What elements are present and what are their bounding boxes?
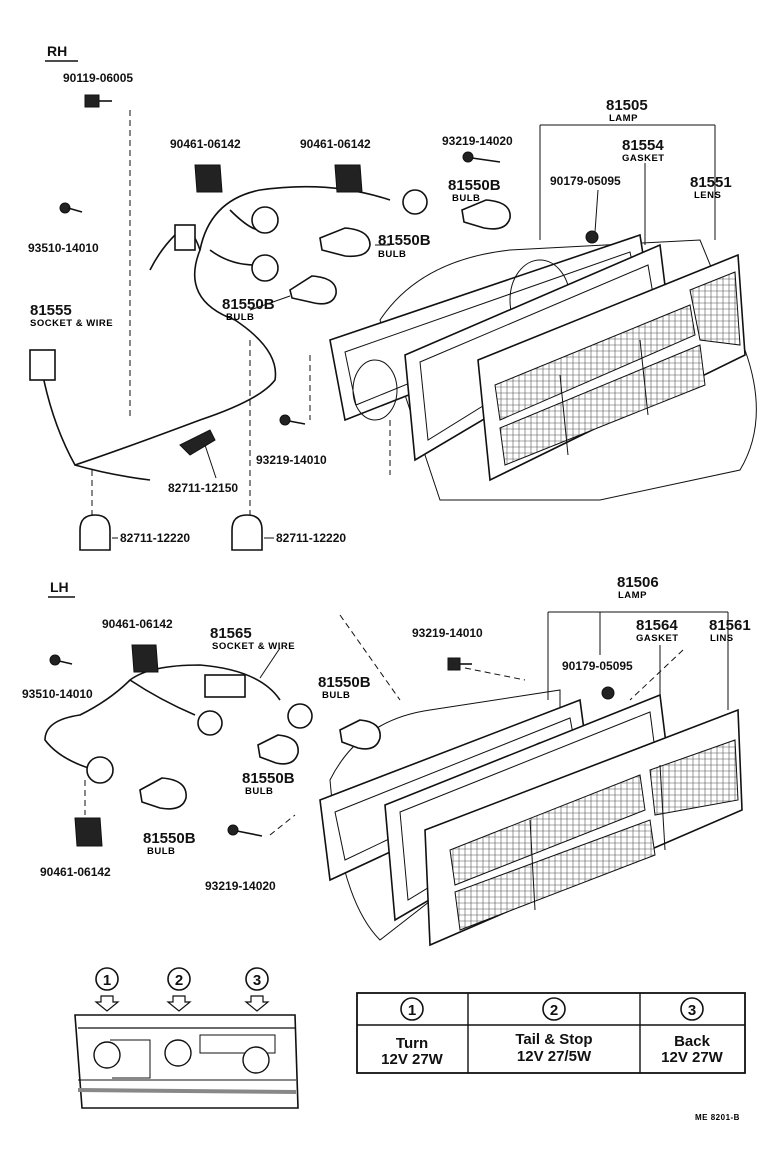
lh-label-81550b-b-sub: BULB xyxy=(245,786,273,797)
lh-label-81565: 81565 xyxy=(210,625,252,642)
rh-label-81550b-c: 81550B xyxy=(222,296,275,313)
lh-label-81564-sub: GASKET xyxy=(636,633,679,644)
rh-label-82711a: 82711-12150 xyxy=(168,481,238,495)
rh-label-81505: 81505 xyxy=(606,97,648,114)
table-col-1-number: 1 xyxy=(408,1002,416,1019)
lh-label-81561-sub: LINS xyxy=(710,633,734,644)
rh-screw-93219b xyxy=(279,414,306,426)
legend-marker-2: 2 xyxy=(166,967,192,1012)
lh-label-81550b-b: 81550B xyxy=(242,770,295,787)
rh-screw-90119 xyxy=(84,94,112,108)
rh-title: RH xyxy=(47,43,67,59)
rh-label-81555: 81555 xyxy=(30,302,72,319)
rh-lens xyxy=(477,253,746,482)
rh-label-81550b-b: 81550B xyxy=(378,232,431,249)
rh-nut-90179 xyxy=(585,230,599,244)
legend-marker-1: 1 xyxy=(94,967,120,1012)
lh-screw-93219b xyxy=(227,824,263,837)
lh-bulb-2 xyxy=(257,734,299,765)
lh-label-81506-sub: LAMP xyxy=(618,590,647,601)
rh-label-93219b: 93219-14010 xyxy=(256,453,327,467)
reference-code: ME 8201-B xyxy=(695,1113,740,1122)
table-col-3-spec: 12V 27W xyxy=(661,1049,724,1066)
bulb-table: 1 Turn 12V 27W 2 Tail & Stop 12V 27/5W 3… xyxy=(356,992,746,1074)
rh-socket-a xyxy=(194,164,223,193)
rh-label-93219a: 93219-14020 xyxy=(442,134,513,148)
lh-bulb-3 xyxy=(139,777,187,810)
table-col-2-spec: 12V 27/5W xyxy=(517,1048,592,1065)
lh-screw-93510 xyxy=(49,654,73,666)
rh-clip-b xyxy=(79,514,111,551)
rh-label-81554: 81554 xyxy=(622,137,664,154)
lh-bulb-1 xyxy=(339,719,381,750)
lh-title: LH xyxy=(50,579,69,595)
rh-socket-b xyxy=(334,164,363,193)
lh-label-81561: 81561 xyxy=(709,617,751,634)
lh-section: LH xyxy=(22,574,751,947)
rh-label-90119: 90119-06005 xyxy=(63,71,133,85)
rh-label-81554-sub: GASKET xyxy=(622,153,665,164)
lh-label-81565-sub: SOCKET & WIRE xyxy=(212,641,295,652)
rh-bulb-2 xyxy=(289,275,337,305)
rh-screw-93219a xyxy=(462,151,501,163)
table-col-3-name: Back xyxy=(674,1033,711,1050)
rh-label-81505-sub: LAMP xyxy=(609,113,638,124)
svg-text:3: 3 xyxy=(253,972,261,989)
rh-label-81555-sub: SOCKET & WIRE xyxy=(30,318,113,329)
rh-label-90179: 90179-05095 xyxy=(550,174,621,188)
rh-label-82711b: 82711-12220 xyxy=(120,531,190,545)
lh-socket-b xyxy=(74,817,103,847)
rh-clip-c xyxy=(231,514,263,551)
rh-label-81551-sub: LENS xyxy=(694,190,721,201)
lh-lens xyxy=(424,708,743,947)
table-col-2-number: 2 xyxy=(550,1002,558,1019)
rh-socket-wire xyxy=(29,185,428,481)
lh-nut-90179 xyxy=(601,686,615,700)
rh-label-90461a: 90461-06142 xyxy=(170,137,241,151)
table-col-1-spec: 12V 27W xyxy=(381,1051,444,1068)
lh-label-90179: 90179-05095 xyxy=(562,659,633,673)
legend-marker-3: 3 xyxy=(244,967,270,1012)
lh-label-81550b-c-sub: BULB xyxy=(147,846,175,857)
rh-label-82711c: 82711-12220 xyxy=(276,531,346,545)
lh-label-81550b-c: 81550B xyxy=(143,830,196,847)
rh-label-93510: 93510-14010 xyxy=(28,241,99,255)
lh-label-81550b-a-sub: BULB xyxy=(322,690,350,701)
svg-text:1: 1 xyxy=(103,972,111,989)
rh-bulb-3 xyxy=(461,199,511,230)
lh-label-93219a: 93219-14010 xyxy=(412,626,483,640)
lh-socket-a xyxy=(131,644,159,673)
rh-label-81550b-b-sub: BULB xyxy=(378,249,406,260)
lh-label-93219b: 93219-14020 xyxy=(205,879,276,893)
lh-label-81564: 81564 xyxy=(636,617,678,634)
lh-label-81550b-a: 81550B xyxy=(318,674,371,691)
lh-label-93510: 93510-14010 xyxy=(22,687,93,701)
table-col-3: 3 Back 12V 27W xyxy=(661,997,724,1066)
table-col-2-name: Tail & Stop xyxy=(515,1031,592,1048)
legend-lamp-rear-view xyxy=(74,1014,299,1109)
lh-socket-wire xyxy=(44,664,313,784)
rh-bulb-1 xyxy=(319,227,371,258)
rh-label-81550b-c-sub: BULB xyxy=(226,312,254,323)
lh-screw-93219a xyxy=(447,657,472,671)
table-col-1: 1 Turn 12V 27W xyxy=(381,997,444,1068)
rh-label-81550b-a-sub: BULB xyxy=(452,193,480,204)
table-col-3-number: 3 xyxy=(688,1002,696,1019)
bulb-position-legend: 1 2 3 xyxy=(74,967,299,1109)
rh-clip-a xyxy=(179,429,216,456)
lh-label-81506: 81506 xyxy=(617,574,659,591)
table-col-1-name: Turn xyxy=(396,1035,428,1052)
table-col-2: 2 Tail & Stop 12V 27/5W xyxy=(515,997,593,1065)
lh-label-90461a: 90461-06142 xyxy=(102,617,173,631)
rh-section: RH xyxy=(28,43,757,551)
rh-label-81550b-a: 81550B xyxy=(448,177,501,194)
lh-label-90461b: 90461-06142 xyxy=(40,865,111,879)
rh-label-81551: 81551 xyxy=(690,174,732,191)
rh-label-90461b: 90461-06142 xyxy=(300,137,371,151)
rh-screw-93510 xyxy=(59,202,83,214)
svg-text:2: 2 xyxy=(175,972,183,989)
